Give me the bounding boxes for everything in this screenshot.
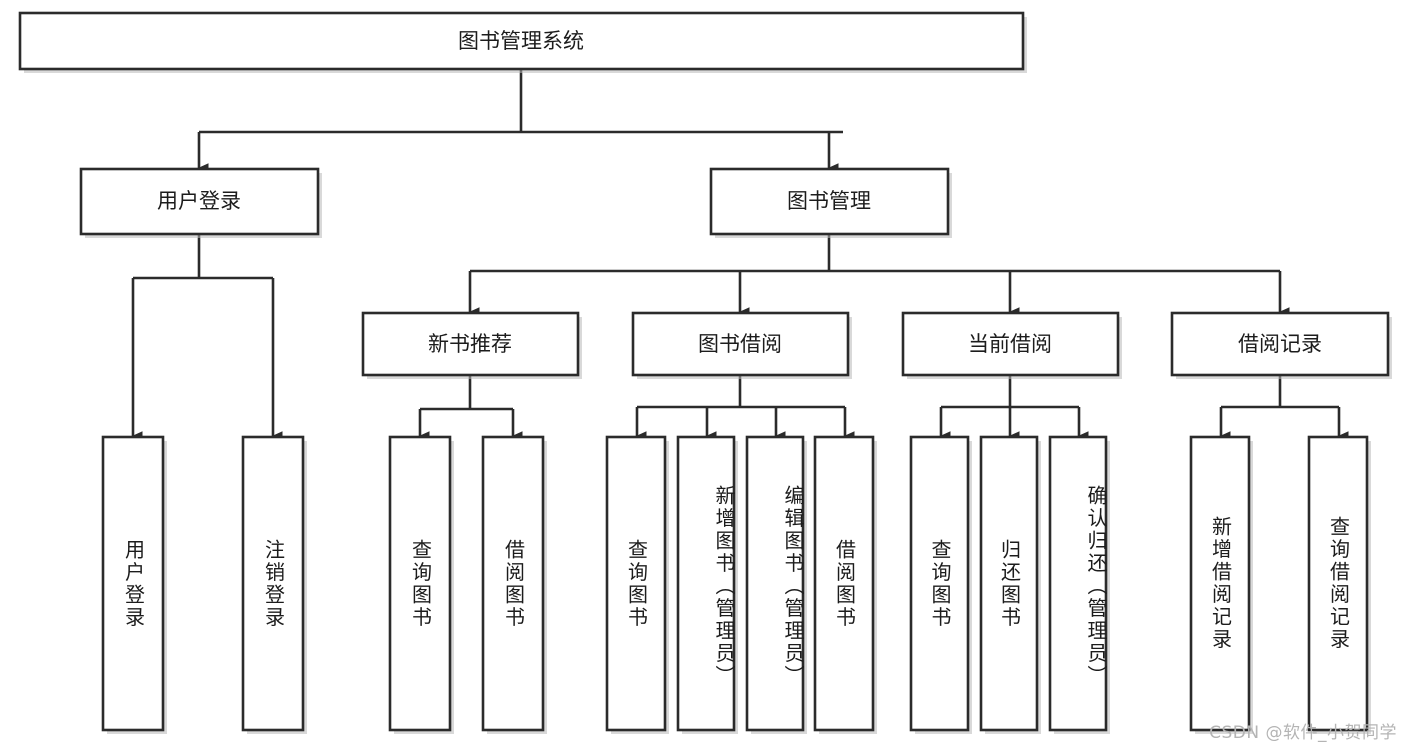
- node-current-borrow-label: 当前借阅: [968, 332, 1052, 356]
- connector-borrowrecord-to-leaves: [1219, 375, 1349, 441]
- node-leaf-query-book-2[interactable]: [605, 435, 669, 734]
- node-root-label: 图书管理系统: [458, 29, 584, 53]
- node-leaf-confirm-return[interactable]: [1048, 435, 1110, 734]
- node-leaf-user-logout[interactable]: [241, 435, 307, 734]
- node-borrow-record-label: 借阅记录: [1238, 332, 1322, 356]
- node-borrow-record[interactable]: 借阅记录: [1170, 311, 1392, 379]
- node-user-login[interactable]: 用户登录: [79, 167, 322, 238]
- node-leaf-query-record[interactable]: [1307, 435, 1371, 734]
- node-leaf-user-login[interactable]: [101, 435, 167, 734]
- node-leaf-borrow-book-2[interactable]: [813, 435, 877, 734]
- connector-userlogin-to-leaves: [131, 234, 283, 441]
- node-new-book-recommend-label: 新书推荐: [428, 332, 512, 356]
- node-leaf-edit-book[interactable]: [745, 435, 807, 734]
- node-leaf-add-book[interactable]: [676, 435, 738, 734]
- node-leaf-return-book[interactable]: [979, 435, 1041, 734]
- node-leaf-add-record[interactable]: [1189, 435, 1253, 734]
- node-leaf-borrow-book-1[interactable]: [481, 435, 547, 734]
- node-book-management[interactable]: 图书管理: [709, 167, 952, 238]
- connector-newbook-to-leaves: [418, 375, 523, 441]
- watermark: CSDN @软件_小贺同学: [1209, 723, 1397, 743]
- node-leaf-query-book-1[interactable]: [388, 435, 454, 734]
- node-user-login-label: 用户登录: [157, 189, 241, 213]
- node-book-borrow-label: 图书借阅: [698, 332, 782, 356]
- connector-currentborrow-to-leaves: [939, 375, 1089, 441]
- node-book-borrow[interactable]: 图书借阅: [631, 311, 852, 379]
- node-new-book-recommend[interactable]: 新书推荐: [361, 311, 582, 379]
- node-root[interactable]: 图书管理系统: [18, 11, 1027, 73]
- connector-bookmgmt-to-level3: [468, 234, 1290, 317]
- node-book-management-label: 图书管理: [787, 189, 871, 213]
- connector-bookborrow-to-leaves: [635, 375, 855, 441]
- node-current-borrow[interactable]: 当前借阅: [901, 311, 1122, 379]
- node-leaf-query-book-3[interactable]: [909, 435, 972, 734]
- connector-root-to-level2: [197, 69, 843, 173]
